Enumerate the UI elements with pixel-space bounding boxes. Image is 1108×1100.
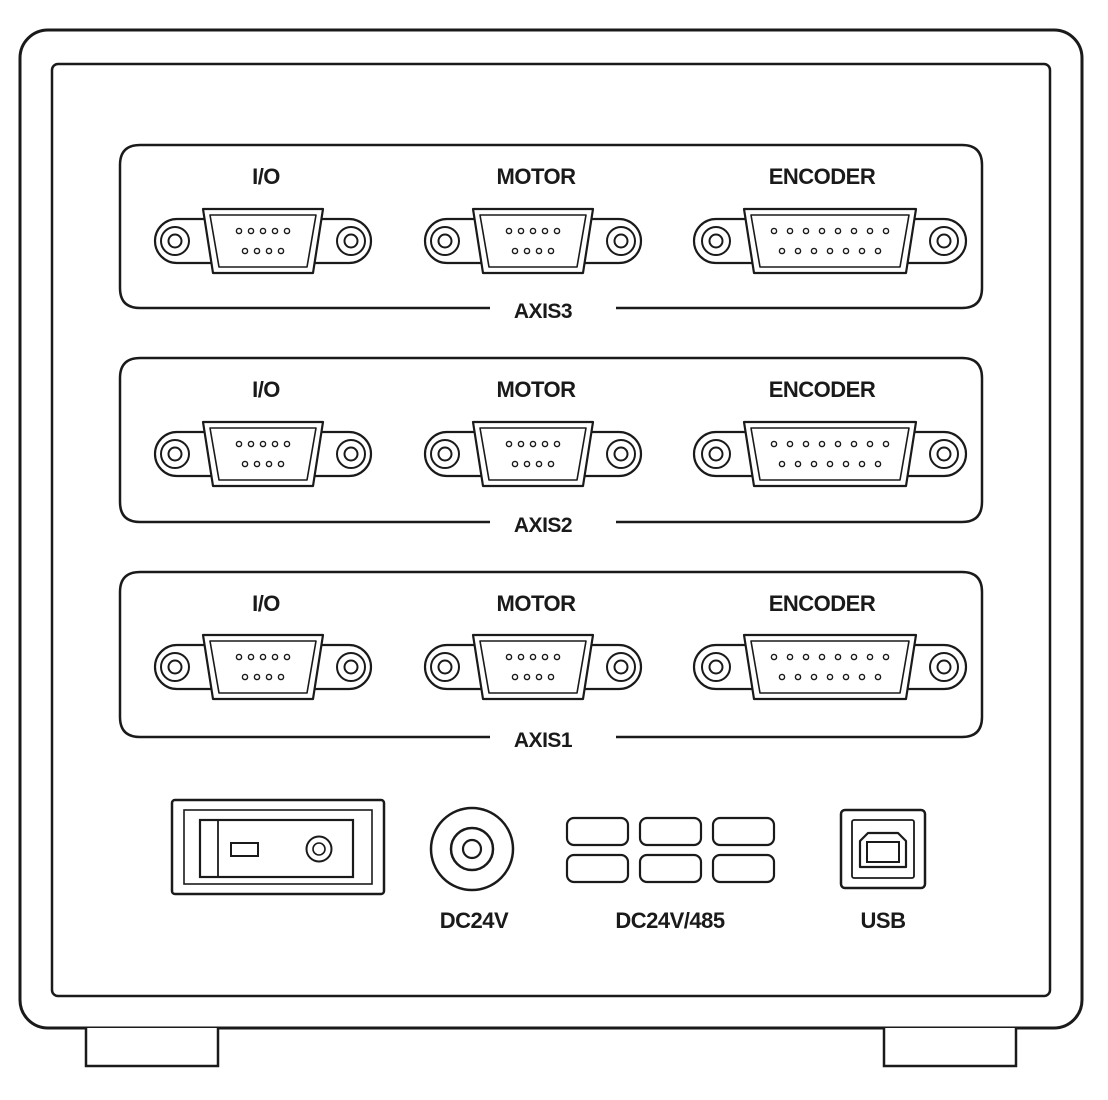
foot-right [882,1028,1018,1068]
io-port-db9 [153,633,373,701]
axis-group-2: AXIS2 I/O MOTOR ENCODER [118,356,984,537]
terminal-label: DC24V/485 [615,908,725,933]
encoder-port-label: ENCODER [769,164,876,189]
encoder-port-label: ENCODER [769,591,876,616]
motor-port-db9 [423,633,643,701]
enclosure [18,28,1084,1030]
io-port-label: I/O [252,164,280,189]
motor-port-label: MOTOR [497,591,577,616]
io-port-db9 [153,207,373,275]
motor-port-label: MOTOR [497,164,577,189]
axis-label: AXIS1 [514,729,573,752]
encoder-port-db15 [692,633,968,701]
dc-jack-label: DC24V [440,908,509,933]
axis-label: AXIS3 [514,300,572,323]
foot-left [84,1028,220,1068]
encoder-port-db15 [692,207,968,275]
dc-jack [429,806,515,892]
axis-label: AXIS2 [514,514,572,537]
axis-group-3: AXIS3 I/O MOTOR ENCODER [118,143,984,323]
axis-group-1: AXIS1 I/O MOTOR ENCODER [118,570,984,752]
motor-port-db9 [423,420,643,488]
encoder-port-db15 [692,420,968,488]
encoder-port-label: ENCODER [769,377,876,402]
usb-port [839,808,927,890]
io-port-label: I/O [252,591,280,616]
terminal-block [565,816,776,884]
usb-label: USB [861,908,906,933]
motor-port-label: MOTOR [497,377,577,402]
io-port-label: I/O [252,377,280,402]
motor-port-db9 [423,207,643,275]
power-switch[interactable] [170,798,386,896]
io-port-db9 [153,420,373,488]
